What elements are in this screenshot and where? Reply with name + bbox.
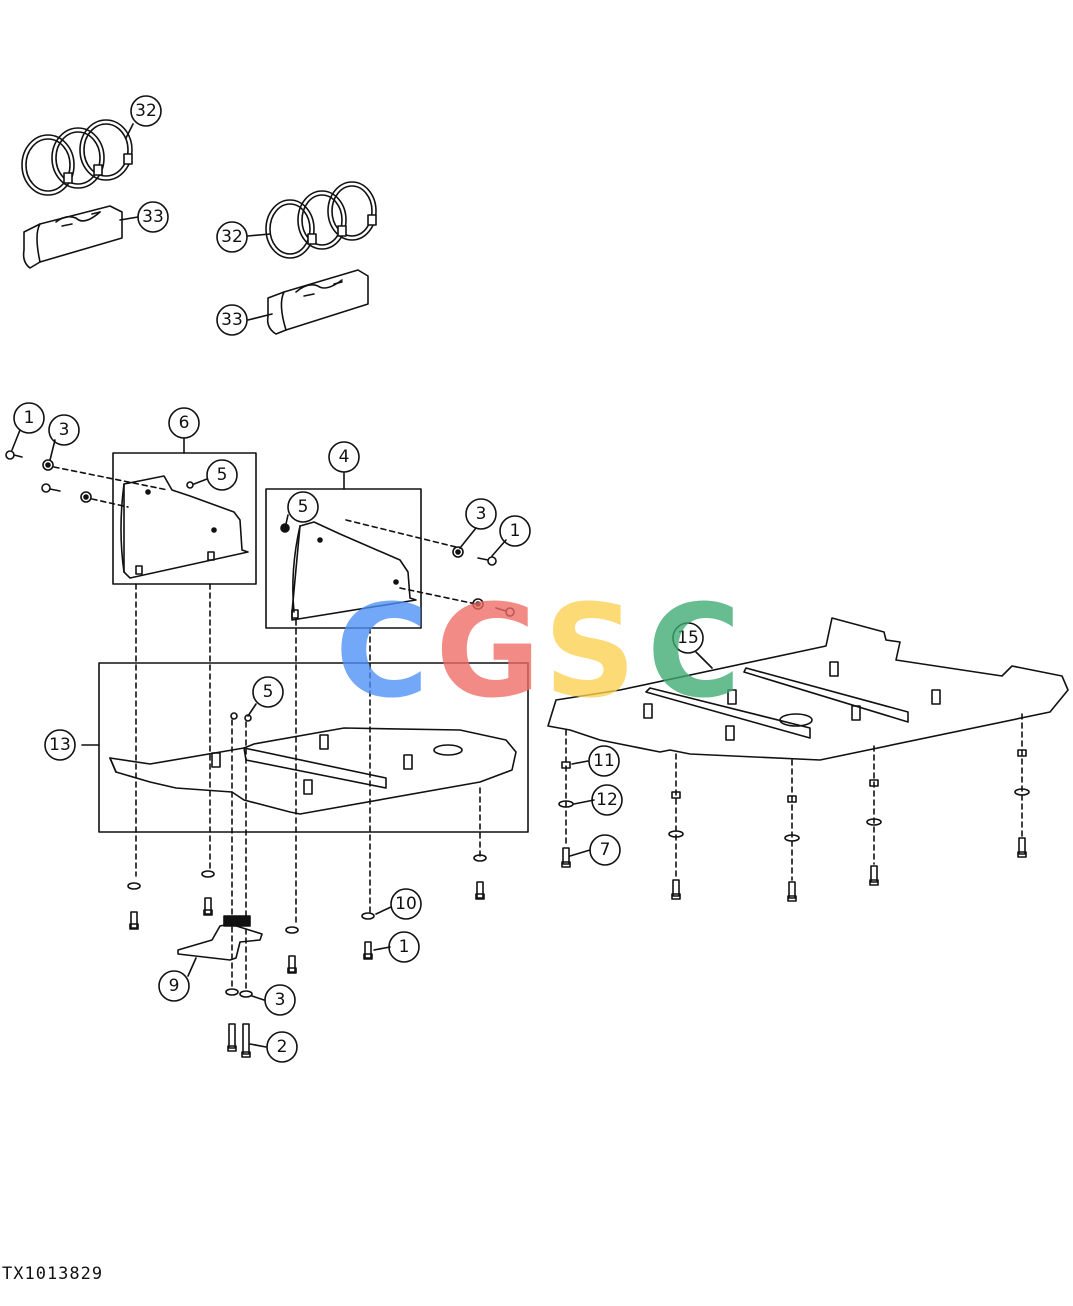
callout-5a: 5 <box>217 465 228 485</box>
watermark-letter-s: S <box>544 578 636 727</box>
bracket-6 <box>120 475 249 579</box>
watermark-letter-c1: C <box>335 578 429 727</box>
callout-5c: 5 <box>263 682 274 702</box>
clamp-bracket-left <box>22 205 123 269</box>
callout-3b: 3 <box>476 504 487 524</box>
callout-15: 15 <box>677 628 699 648</box>
callout-4: 4 <box>339 447 350 467</box>
callout-10: 10 <box>395 894 417 914</box>
callout-circles <box>13 95 704 1063</box>
callout-33b: 33 <box>221 310 243 330</box>
frame-13 <box>98 662 529 833</box>
lower-fasteners <box>127 749 1030 974</box>
callout-2: 2 <box>277 1037 288 1057</box>
callout-1c: 1 <box>399 937 410 957</box>
frame-6 <box>112 452 257 585</box>
figure-id: TX1013829 <box>2 1264 104 1284</box>
clamp-bracket-right <box>266 269 369 335</box>
callout-1b: 1 <box>510 521 521 541</box>
bolt-washer-set-upper-left <box>5 450 92 503</box>
watermark-letter-g: G <box>435 578 540 727</box>
bolt-washer-set-right <box>452 546 515 617</box>
bracket-4 <box>280 521 417 621</box>
bracket-9 <box>177 915 263 1058</box>
callout-3a: 3 <box>59 420 70 440</box>
callout-12: 12 <box>596 790 618 810</box>
callout-3c: 3 <box>275 990 286 1010</box>
fastener-leader-lines <box>135 583 1023 991</box>
base-plate-15 <box>547 617 1069 761</box>
leader-dashes-box4 <box>345 519 477 605</box>
callout-13: 13 <box>49 735 71 755</box>
callout-1a: 1 <box>24 408 35 428</box>
callout-33a: 33 <box>142 207 164 227</box>
hose-clamps-left <box>21 119 133 196</box>
callout-leaders <box>11 123 713 1048</box>
hose-clamps-right <box>265 181 377 259</box>
callout-7: 7 <box>600 840 611 860</box>
callout-labels: 32 33 32 33 1 3 6 5 4 5 3 1 15 13 5 11 1… <box>24 101 699 1057</box>
watermark: C G S C <box>335 578 741 727</box>
callout-5b: 5 <box>298 497 309 517</box>
callout-32a: 32 <box>135 101 157 121</box>
callout-32b: 32 <box>221 227 243 247</box>
callout-6: 6 <box>179 413 190 433</box>
leader-dashes-left <box>53 466 169 508</box>
watermark-letter-c2: C <box>647 578 741 727</box>
callout-11: 11 <box>593 751 615 771</box>
guard-plate-13 <box>109 712 517 815</box>
callout-9: 9 <box>169 976 180 996</box>
